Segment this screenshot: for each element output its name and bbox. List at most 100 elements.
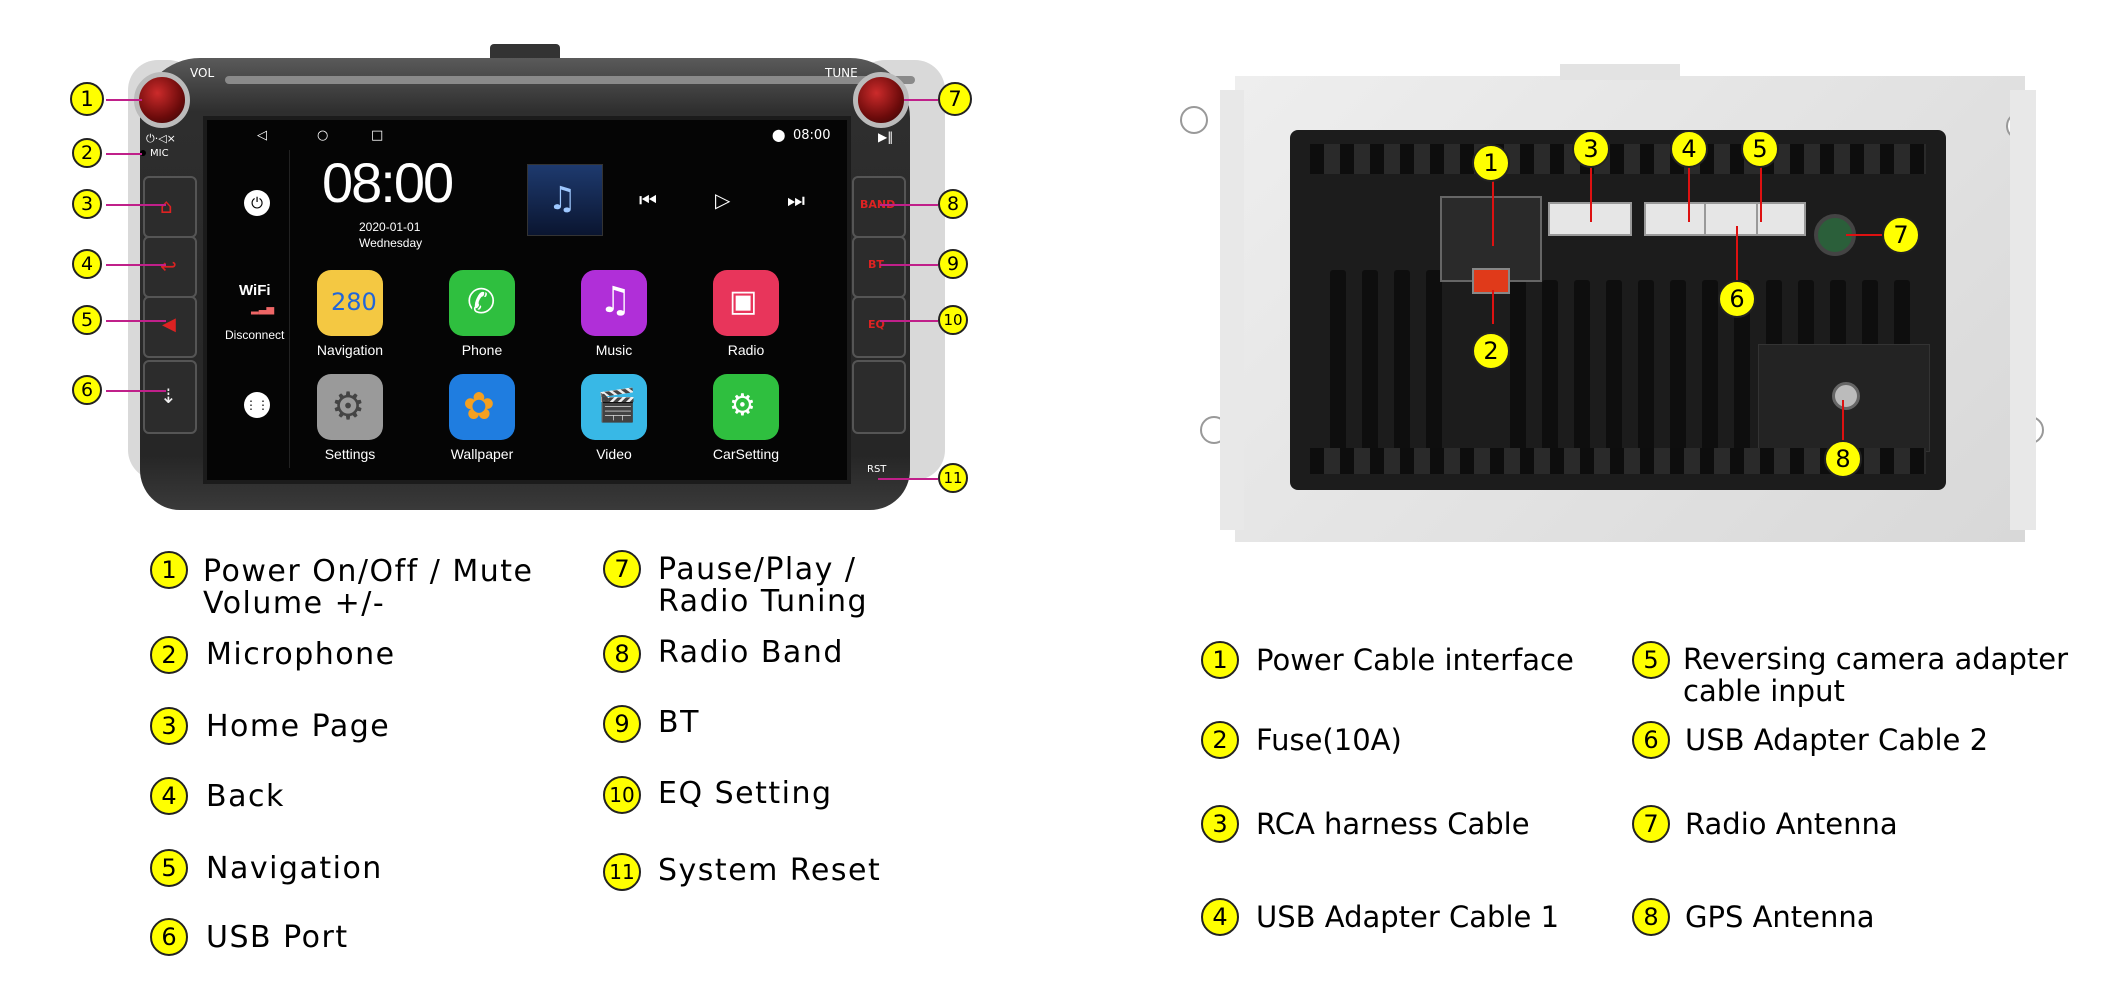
- front-callout-6: 6: [72, 375, 102, 405]
- reversing-camera-connector: [1756, 202, 1806, 236]
- date: 2020-01-01: [359, 220, 421, 234]
- wallpaper-flower-icon: ✿: [463, 384, 495, 428]
- cooling-fin: [1362, 270, 1378, 470]
- band-label: BAND: [860, 198, 896, 211]
- app-label-music: Music: [595, 342, 633, 358]
- app-radio[interactable]: ▣: [713, 270, 779, 336]
- gps-antenna-socket: [1832, 382, 1860, 410]
- nav-recents-icon[interactable]: □: [371, 128, 384, 143]
- volume-knob[interactable]: [134, 72, 190, 128]
- mic-label: MIC: [150, 148, 169, 159]
- rear-leader-6: [1736, 226, 1738, 282]
- legend-num-9: 9: [603, 705, 641, 743]
- rear-legend-text-3: RCA harness Cable: [1256, 807, 1530, 841]
- rear-callout-5: 5: [1741, 130, 1779, 168]
- cooling-fin: [1638, 280, 1654, 470]
- nav-home-icon[interactable]: ○: [317, 128, 329, 143]
- rear-leader-1: [1492, 180, 1494, 246]
- rear-legend-num-8: 8: [1632, 898, 1670, 936]
- leader-line-2: [106, 153, 142, 155]
- front-callout-9: 9: [938, 249, 968, 279]
- usb-port[interactable]: ⇣: [143, 360, 197, 434]
- legend-text-11: System Reset: [658, 853, 882, 888]
- next-track-icon[interactable]: ⏭: [787, 188, 805, 212]
- sidebar-divider: [289, 150, 290, 468]
- band-button[interactable]: BAND: [852, 176, 906, 238]
- app-phone[interactable]: ✆: [449, 270, 515, 336]
- leader-line-1: [106, 99, 142, 101]
- legend-num-5: 5: [150, 849, 188, 887]
- cooling-fin: [1734, 280, 1750, 470]
- rear-legend-num-7: 7: [1632, 805, 1670, 843]
- rear-legend-text-4: USB Adapter Cable 1: [1256, 900, 1560, 934]
- apps-grid-icon[interactable]: ⋮⋮: [244, 392, 270, 418]
- legend-text-1b: Volume +/-: [203, 586, 386, 621]
- wifi-status: Disconnect: [225, 328, 285, 342]
- play-icon[interactable]: ▷: [715, 188, 731, 212]
- blank-button[interactable]: [852, 360, 906, 434]
- rear-legend-text-8: GPS Antenna: [1685, 900, 1875, 934]
- app-video[interactable]: 🎬: [581, 374, 647, 440]
- legend-num-1: 1: [150, 551, 188, 589]
- rear-callout-2: 2: [1472, 332, 1510, 370]
- rear-legend-num-2: 2: [1201, 721, 1239, 759]
- app-settings[interactable]: ⚙: [317, 374, 383, 440]
- app-wallpaper[interactable]: ✿: [449, 374, 515, 440]
- plate-hole-top-left: [1180, 106, 1208, 134]
- rear-callout-6: 6: [1718, 280, 1756, 318]
- radio-icon: ▣: [729, 284, 758, 319]
- usb-adapter-connector-1: [1644, 202, 1708, 236]
- cooling-fin: [1394, 270, 1410, 470]
- leader-line-4: [106, 264, 166, 266]
- cooling-fin: [1542, 280, 1558, 470]
- rear-callout-4: 4: [1670, 130, 1708, 168]
- front-callout-4: 4: [72, 249, 102, 279]
- rear-callout-1: 1: [1472, 144, 1510, 182]
- rear-legend-text-1: Power Cable interface: [1256, 643, 1574, 677]
- rear-legend-text-2: Fuse(10A): [1256, 723, 1402, 757]
- play-pause-symbol: ▶‖: [878, 130, 894, 144]
- rear-legend-num-4: 4: [1201, 898, 1239, 936]
- back-button[interactable]: ↩: [143, 236, 197, 298]
- home-button[interactable]: ⌂: [143, 176, 197, 238]
- app-music[interactable]: ♫: [581, 270, 647, 336]
- app-label-carsetting: CarSetting: [712, 446, 780, 462]
- touch-screen[interactable]: ◁ ○ □ ⬤ 08:00 ⏻ WiFi ▂▃▅ Disconnect ⋮⋮ 0…: [203, 116, 851, 484]
- music-widget-art[interactable]: ♫: [527, 164, 603, 236]
- leader-line-5: [106, 320, 166, 322]
- front-callout-11: 11: [938, 463, 968, 493]
- home-icon: ⌂: [160, 194, 173, 218]
- front-callout-7: 7: [938, 82, 972, 116]
- music-note-icon: ♫: [599, 280, 632, 321]
- cooling-fin: [1574, 280, 1590, 470]
- vent-top-row: [1310, 144, 1926, 174]
- legend-text-4: Back: [206, 779, 285, 814]
- eq-button[interactable]: EQ: [852, 296, 906, 358]
- legend-text-6: USB Port: [206, 920, 349, 955]
- legend-num-4: 4: [150, 777, 188, 815]
- rear-chassis: [1290, 130, 1946, 490]
- usb-icon: ⇣: [160, 384, 177, 408]
- front-callout-10: 10: [938, 305, 968, 335]
- app-navigation[interactable]: 280: [317, 270, 383, 336]
- leader-line-11: [878, 478, 938, 480]
- weekday: Wednesday: [359, 236, 423, 250]
- front-callout-1: 1: [70, 82, 104, 116]
- rear-callout-3: 3: [1572, 130, 1610, 168]
- navigation-button[interactable]: ◀: [143, 296, 197, 358]
- app-carsetting[interactable]: ⚙: [713, 374, 779, 440]
- wifi-signal-icon: ▂▃▅: [251, 304, 275, 315]
- rear-legend-num-6: 6: [1632, 721, 1670, 759]
- leader-line-9: [880, 264, 938, 266]
- legend-text-7: Pause/Play /: [658, 552, 857, 587]
- power-cable-connector: [1440, 196, 1542, 282]
- bt-label: BT: [868, 258, 884, 271]
- front-callout-3: 3: [72, 189, 102, 219]
- nav-back-icon[interactable]: ◁: [257, 128, 267, 143]
- cooling-fin: [1670, 280, 1686, 470]
- power-icon[interactable]: ⏻: [244, 190, 270, 216]
- tune-knob[interactable]: [853, 72, 909, 128]
- rear-legend-num-5: 5: [1632, 641, 1670, 679]
- previous-track-icon[interactable]: ⏮: [639, 188, 657, 212]
- bt-button[interactable]: BT: [852, 236, 906, 298]
